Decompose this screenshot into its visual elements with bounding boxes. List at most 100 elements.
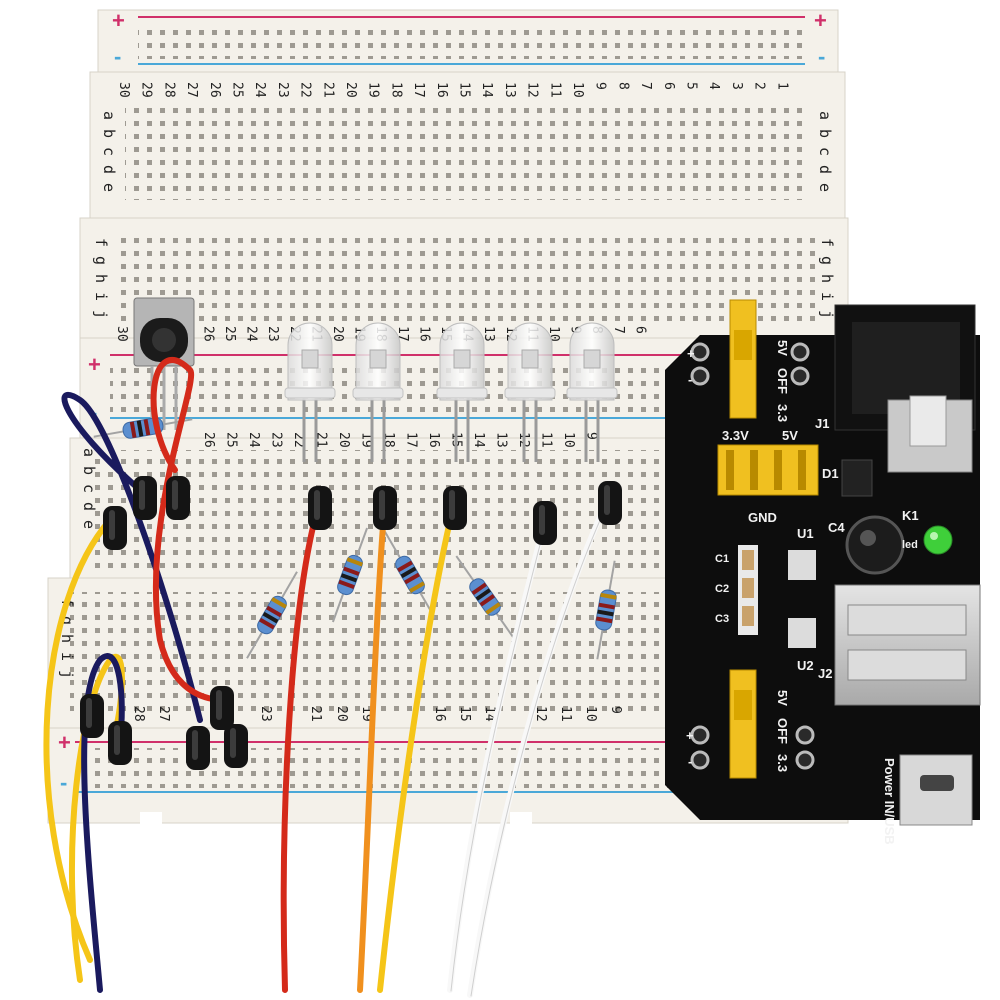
row-letter: f bbox=[92, 238, 110, 247]
column-number: 24 bbox=[252, 82, 267, 98]
wire-plug[interactable] bbox=[133, 476, 157, 520]
wire-plug[interactable] bbox=[210, 686, 234, 730]
column-number: 27 bbox=[184, 82, 199, 98]
resistor[interactable] bbox=[378, 528, 442, 623]
wire-yellow-left[interactable] bbox=[43, 517, 113, 963]
wire-navy-upper[interactable] bbox=[61, 392, 203, 723]
column-number: 16 bbox=[432, 706, 447, 722]
wire-red-left[interactable] bbox=[150, 357, 228, 703]
column-number: 3 bbox=[729, 82, 744, 90]
row-letter: j bbox=[58, 670, 76, 679]
column-number: 7 bbox=[611, 326, 626, 334]
wire-white-2[interactable] bbox=[467, 492, 613, 998]
row-letter: h bbox=[58, 634, 76, 643]
row-letter: a bbox=[80, 448, 98, 457]
wire-white-1[interactable] bbox=[447, 517, 548, 993]
wire-navy-lower[interactable] bbox=[81, 653, 125, 993]
row-letter: h bbox=[92, 274, 110, 283]
column-number: 6 bbox=[632, 326, 647, 334]
column-number: 16 bbox=[434, 82, 449, 98]
column-number: 23 bbox=[275, 82, 290, 98]
column-number: 25 bbox=[224, 432, 239, 448]
wire-plug[interactable] bbox=[80, 694, 104, 738]
wire-plug[interactable] bbox=[224, 724, 248, 768]
column-number: 12 bbox=[533, 706, 548, 722]
top-rail-minus-right: - bbox=[818, 44, 825, 69]
power-module[interactable] bbox=[665, 299, 981, 826]
row-letter: e bbox=[80, 520, 98, 529]
row-letter: g bbox=[818, 256, 836, 265]
wire-plug[interactable] bbox=[533, 501, 557, 545]
wire-red-mid[interactable] bbox=[280, 497, 323, 993]
wire-plug[interactable] bbox=[103, 506, 127, 550]
middle-rail-plus: + bbox=[88, 352, 101, 377]
column-number: 5 bbox=[684, 82, 699, 90]
pcb-plus-bottom: + bbox=[686, 728, 694, 743]
resistor[interactable] bbox=[589, 559, 622, 660]
column-number: 14 bbox=[482, 706, 497, 722]
wire-plug[interactable] bbox=[373, 486, 397, 530]
resistor[interactable] bbox=[240, 568, 304, 663]
resistor[interactable] bbox=[450, 551, 520, 642]
jumper-bottom-off: OFF bbox=[775, 718, 790, 744]
top-rail-minus-left: - bbox=[114, 44, 121, 69]
column-number: 14 bbox=[471, 432, 486, 448]
row-letter: a bbox=[816, 111, 834, 120]
column-number: 25 bbox=[222, 326, 237, 342]
column-number: 9 bbox=[584, 432, 599, 440]
column-number: 30 bbox=[114, 326, 129, 342]
led-row bbox=[284, 322, 618, 462]
column-number: 19 bbox=[359, 432, 374, 448]
gnd-label: GND bbox=[748, 510, 777, 525]
row-letter: b bbox=[816, 129, 834, 138]
row-letter: c bbox=[80, 484, 98, 493]
jumper-bottom[interactable] bbox=[729, 669, 757, 779]
wire-orange[interactable] bbox=[357, 497, 388, 993]
row-letter: i bbox=[818, 292, 836, 301]
column-number: 17 bbox=[411, 82, 426, 98]
led[interactable] bbox=[566, 322, 618, 462]
column-number: 20 bbox=[334, 706, 349, 722]
column-number: 23 bbox=[265, 326, 280, 342]
row-letter: j bbox=[818, 310, 836, 319]
led[interactable] bbox=[504, 322, 556, 462]
led[interactable] bbox=[352, 322, 404, 462]
column-number: 10 bbox=[583, 706, 598, 722]
wire-plug[interactable] bbox=[186, 726, 210, 770]
column-number: 9 bbox=[568, 326, 583, 334]
wire-plug[interactable] bbox=[108, 721, 132, 765]
column-number: 13 bbox=[494, 432, 509, 448]
resistor[interactable] bbox=[325, 525, 374, 624]
row-letter: j bbox=[92, 310, 110, 319]
column-number: 10 bbox=[570, 82, 585, 98]
row-letter: c bbox=[100, 147, 118, 156]
column-number: 22 bbox=[291, 432, 306, 448]
led[interactable] bbox=[284, 322, 336, 462]
led[interactable] bbox=[436, 322, 488, 462]
j1-label: J1 bbox=[815, 416, 829, 431]
column-number: 26 bbox=[200, 326, 215, 342]
column-number: 28 bbox=[161, 82, 176, 98]
column-number: 25 bbox=[230, 82, 245, 98]
lower-rail-minus: - bbox=[60, 770, 67, 795]
wire-plug[interactable] bbox=[598, 481, 622, 525]
column-number: 11 bbox=[539, 432, 554, 448]
wire-plug[interactable] bbox=[443, 486, 467, 530]
column-number: 29 bbox=[139, 82, 154, 98]
column-number: 20 bbox=[330, 326, 345, 342]
ir-receiver[interactable] bbox=[133, 297, 195, 430]
column-number: 23 bbox=[269, 432, 284, 448]
wire-yellow-mid[interactable] bbox=[377, 497, 458, 993]
wire-plug[interactable] bbox=[166, 476, 190, 520]
column-number: 13 bbox=[481, 326, 496, 342]
column-number: 6 bbox=[661, 82, 676, 90]
column-number: 19 bbox=[366, 82, 381, 98]
wire-plug[interactable] bbox=[308, 486, 332, 530]
pcb-minus-top: - bbox=[688, 372, 692, 387]
column-number: 9 bbox=[608, 706, 623, 714]
c1-label: C1 bbox=[715, 553, 729, 565]
row-letter: d bbox=[100, 165, 118, 174]
column-number: 14 bbox=[479, 82, 494, 98]
